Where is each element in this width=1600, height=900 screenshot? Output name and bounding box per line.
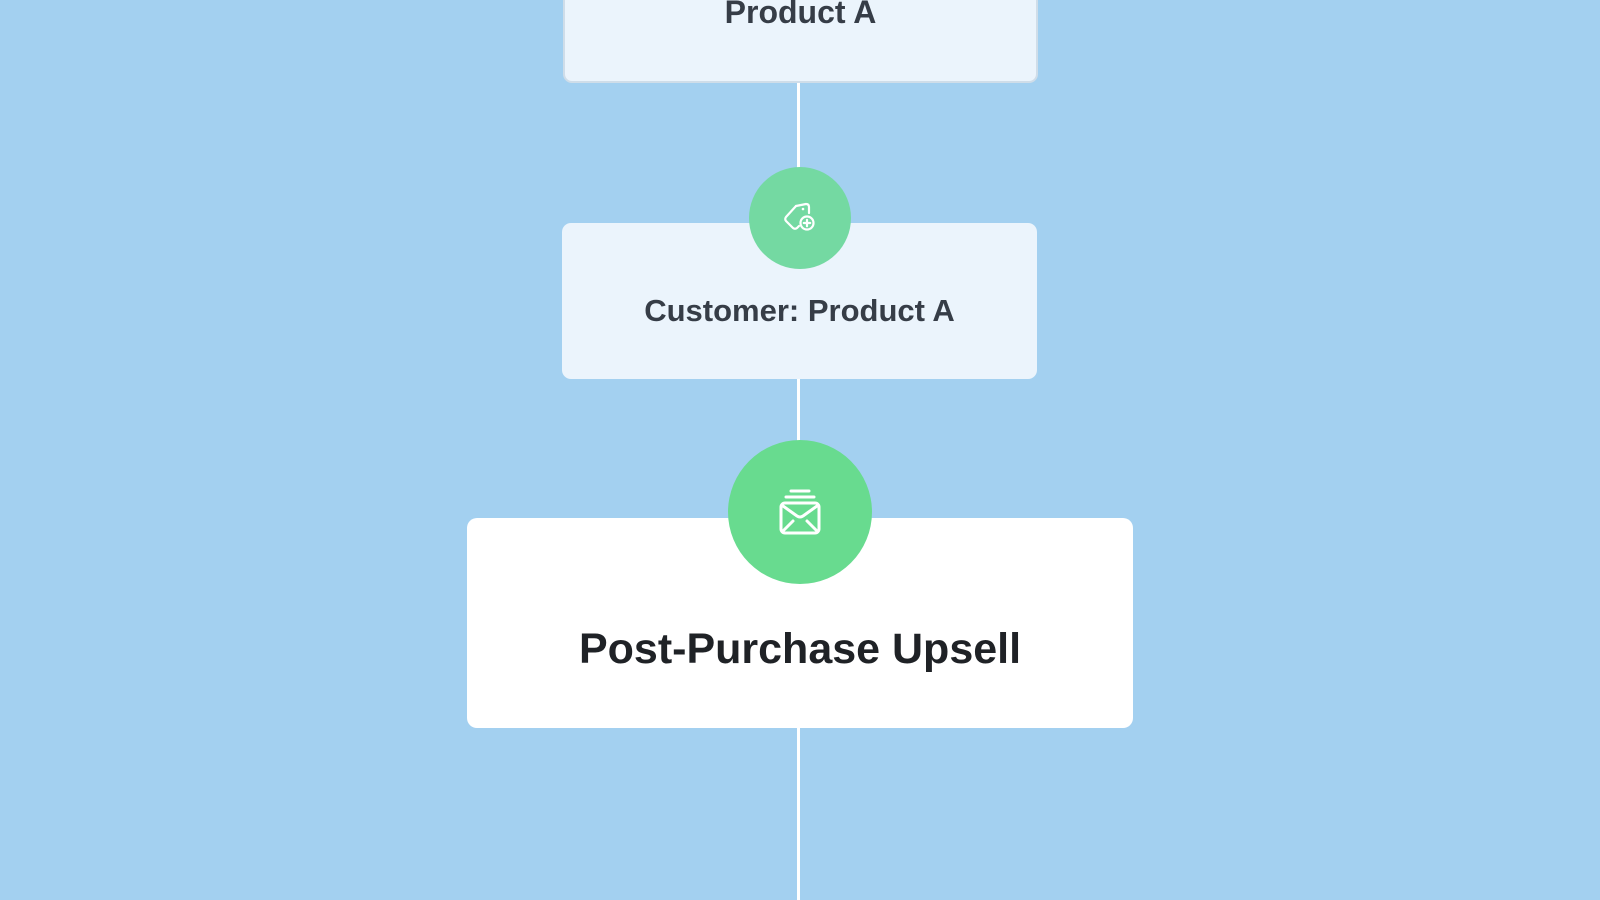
node-label: Product A <box>724 0 877 30</box>
workflow-node-product-a[interactable]: Product A <box>563 0 1038 83</box>
connector-line <box>797 379 800 444</box>
email-campaign-icon <box>728 440 872 584</box>
node-label: Post-Purchase Upsell <box>578 624 1022 673</box>
tag-plus-icon <box>749 167 851 269</box>
connector-line <box>797 728 800 900</box>
connector-line <box>797 83 800 173</box>
node-label: Customer: Product A <box>644 293 955 328</box>
workflow-node-post-purchase-upsell[interactable]: Post-Purchase Upsell <box>467 518 1133 728</box>
